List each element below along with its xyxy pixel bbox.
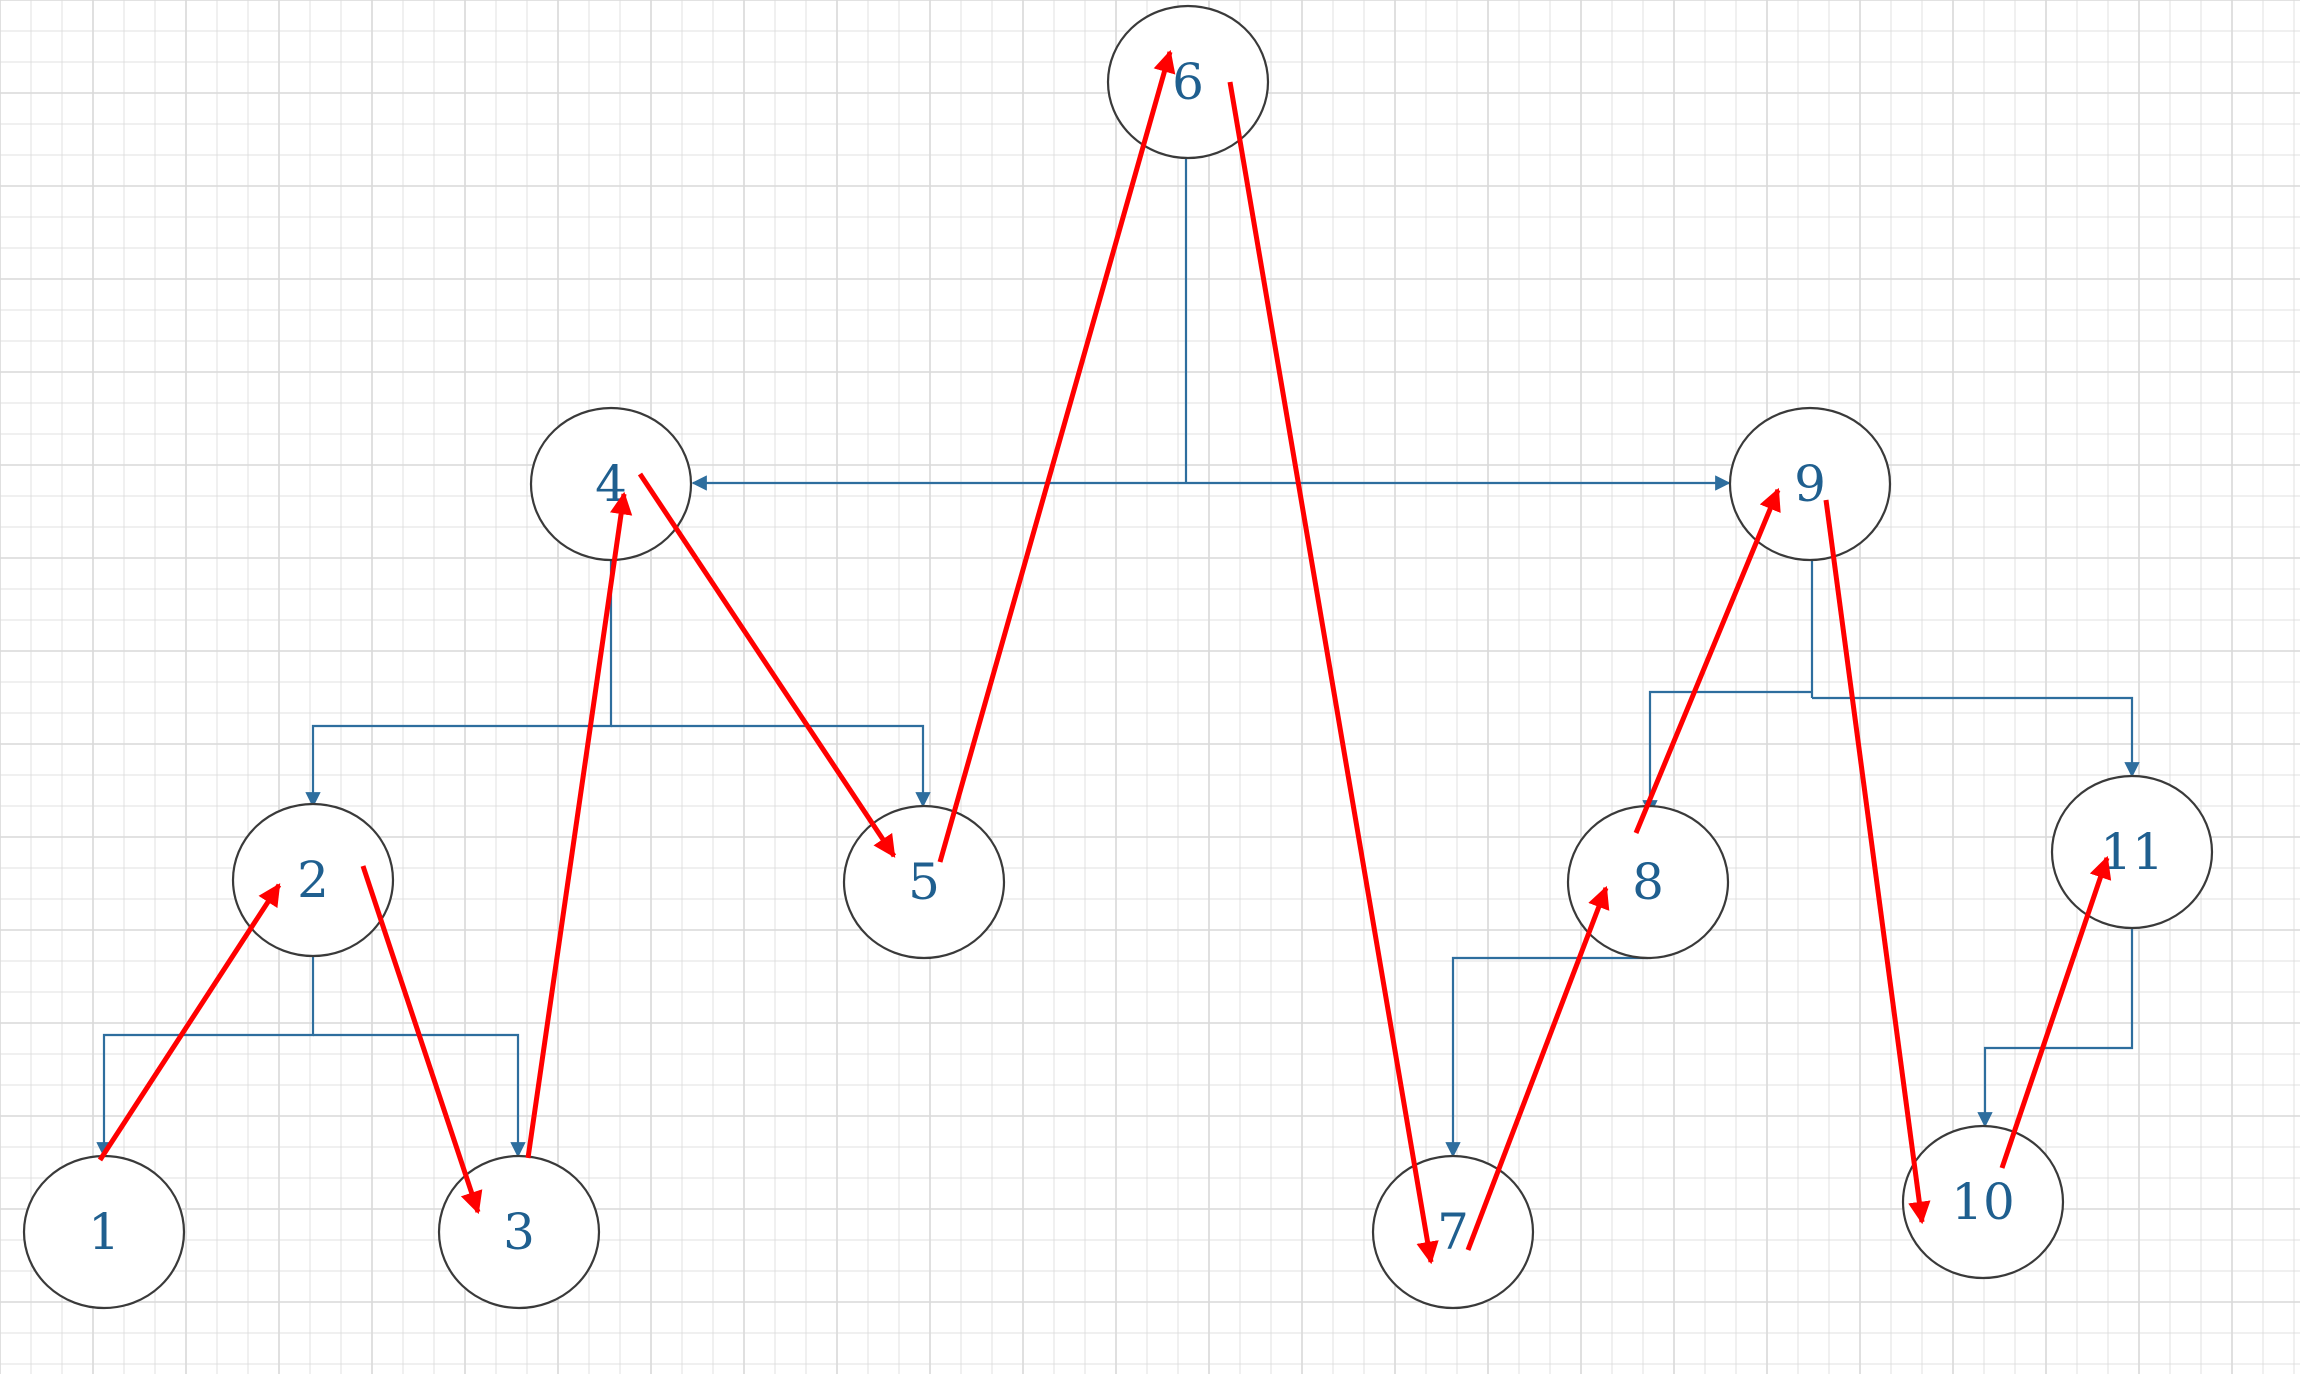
node-label-7: 7 [1437,1203,1469,1261]
node-label-11: 11 [2100,823,2164,881]
tree-node-8: 8 [1566,804,1730,960]
node-label-6: 6 [1172,53,1204,111]
tree-node-10: 10 [1901,1124,2065,1280]
node-label-2: 2 [297,851,329,909]
tree-node-3: 3 [437,1154,601,1310]
tree-edge-4-2 [305,560,613,808]
tree-edge-11-10 [1977,928,2134,1128]
traversal-arrow-3-4 [525,491,633,1159]
traversal-arrow-6-7 [1227,81,1439,1265]
traversal-arrow-8-9 [1633,487,1781,834]
tree-node-11: 11 [2050,774,2214,930]
node-label-1: 1 [88,1203,120,1261]
tree-edge-9-11 [1812,696,2140,778]
node-label-10: 10 [1951,1173,2015,1231]
traversal-arrow-1-2 [97,883,282,1162]
node-label-3: 3 [503,1203,535,1261]
node-label-9: 9 [1794,455,1826,513]
node-label-5: 5 [908,853,940,911]
tree-node-7: 7 [1371,1154,1535,1310]
traversal-arrow-2-3 [360,865,483,1215]
traversal-arrow-4-5 [637,472,897,858]
tree-edge-9-8 [1642,690,1812,816]
tree-edges [96,158,2140,1158]
node-label-8: 8 [1632,853,1664,911]
tree-edge-2-3 [313,1033,526,1158]
tree-edge-4-5 [611,724,931,808]
tree-nodes: 1 2 3 4 5 6 7 8 [22,4,2214,1310]
traversal-arrows [97,49,2112,1265]
tree-node-4: 4 [529,406,693,562]
traversal-arrow-5-6 [937,49,1176,863]
traversal-arrow-10-11 [1999,855,2112,1169]
tree-node-2: 2 [231,802,395,958]
traversal-arrow-9-10 [1823,499,1931,1225]
tree-edge-2-1 [96,956,315,1158]
tree-node-5: 5 [842,804,1006,960]
tree-node-1: 1 [22,1154,186,1310]
traversal-arrow-7-8 [1465,885,1610,1251]
tree-node-6: 6 [1106,4,1270,160]
tree-node-9: 9 [1728,406,1892,562]
tree-edge-8-7 [1445,956,1648,1158]
